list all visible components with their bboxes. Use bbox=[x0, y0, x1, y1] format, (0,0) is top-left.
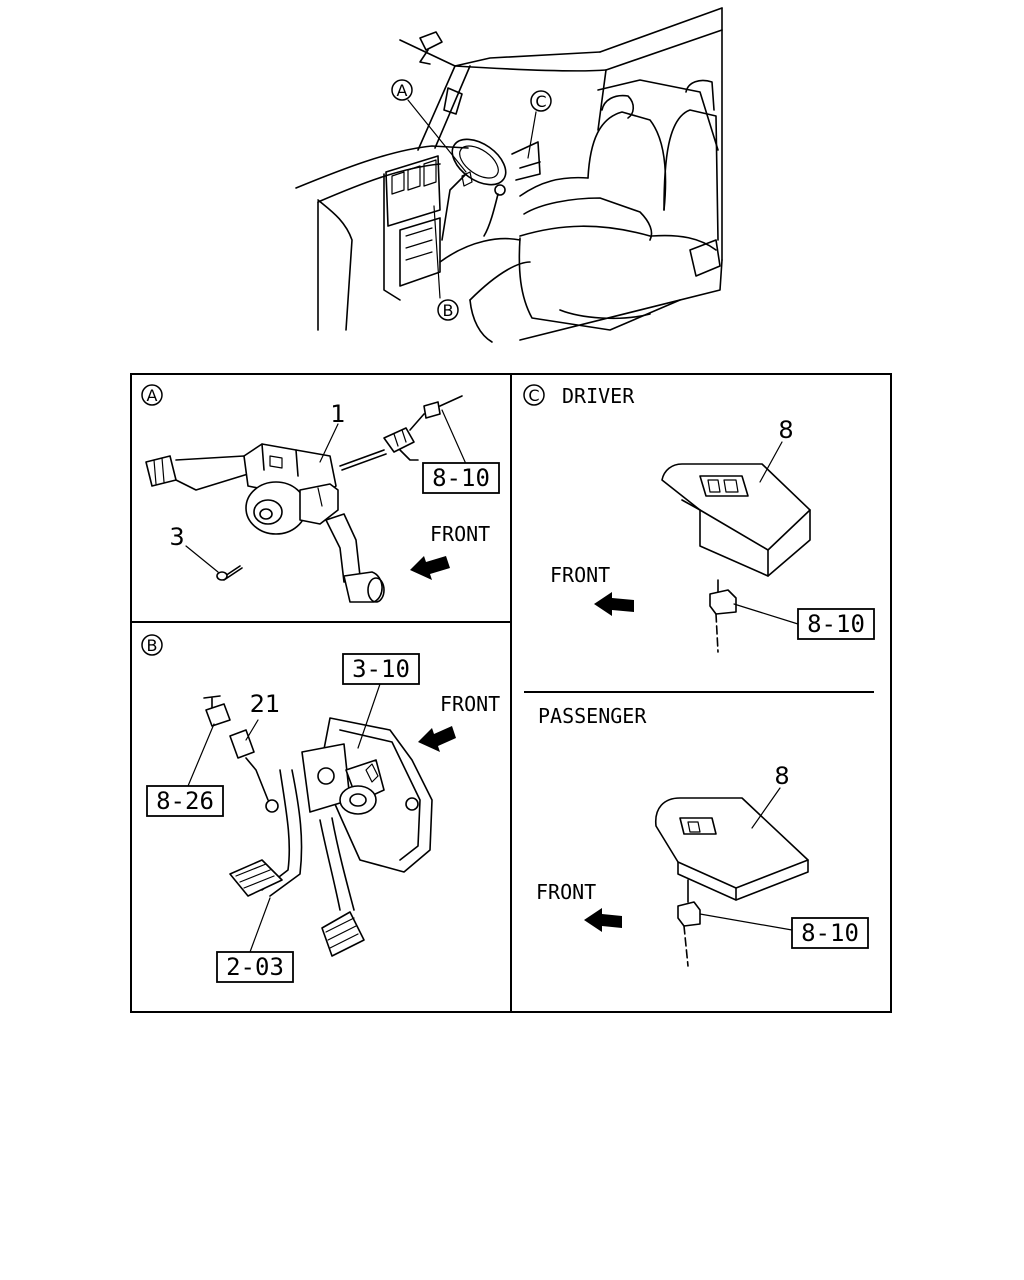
callout-b: B bbox=[437, 299, 459, 321]
panel-b-front-label: FRONT bbox=[440, 692, 500, 716]
panel-a-part-switch: 1 bbox=[330, 400, 345, 428]
panel-c-driver-ref-box-label: 8-10 bbox=[807, 610, 865, 638]
panel-a-ref-box: 8-10 bbox=[422, 462, 500, 494]
panel-a: A bbox=[141, 384, 500, 603]
panel-c-passenger-ref-box-frame bbox=[791, 917, 869, 949]
panel-a-front-arrow-icon bbox=[410, 556, 450, 580]
passenger-window-switch-drawing bbox=[655, 787, 809, 967]
panel-b-ref-box-left-label: 8-26 bbox=[156, 787, 214, 815]
callout-b-label: B bbox=[443, 301, 454, 320]
panel-c-driver-title: DRIVER bbox=[562, 384, 635, 408]
callout-b-circle bbox=[437, 299, 459, 321]
panel-b-part-switch: 21 bbox=[250, 690, 281, 718]
callout-c-circle bbox=[530, 90, 552, 112]
callout-c-label: C bbox=[535, 92, 546, 111]
panel-c-passenger-front-arrow-icon bbox=[584, 908, 622, 932]
panel-b-marker-circle bbox=[141, 634, 163, 656]
panel-c-driver-front-label: FRONT bbox=[550, 563, 610, 587]
panel-c-driver-ref-box: 8-10 bbox=[797, 608, 875, 640]
panel-c-passenger-ref-box: 8-10 bbox=[791, 917, 869, 949]
pedal-assembly-drawing bbox=[187, 683, 433, 957]
panel-a-part-screw: 3 bbox=[169, 523, 184, 551]
panel-b-marker: B bbox=[147, 636, 158, 655]
panel-b-ref-box-top-frame bbox=[342, 653, 420, 685]
panel-a-ref-box-label: 8-10 bbox=[432, 464, 490, 492]
panel-frames bbox=[130, 373, 892, 1013]
panel-b-ref-box-bottom-label: 2-03 bbox=[226, 953, 284, 981]
panel-b-front-arrow-icon bbox=[418, 726, 456, 752]
panel-b-ref-box-top-label: 3-10 bbox=[352, 655, 410, 683]
panel-a-marker-circle bbox=[141, 384, 163, 406]
panel-b-ref-box-bottom-frame bbox=[216, 951, 294, 983]
driver-window-switch-drawing bbox=[661, 441, 811, 653]
panel-b-ref-box-top: 3-10 bbox=[342, 653, 420, 685]
panel-b-ref-box-left: 8-26 bbox=[146, 785, 224, 817]
panel-a-ref-box-frame bbox=[422, 462, 500, 494]
panel-c-passenger-front-label: FRONT bbox=[536, 880, 596, 904]
panel-c-passenger-title: PASSENGER bbox=[538, 704, 647, 728]
panel-b-ref-box-bottom: 2-03 bbox=[216, 951, 294, 983]
panel-c-driver-front-arrow-icon bbox=[594, 592, 634, 616]
panel-c-passenger-ref-box-label: 8-10 bbox=[801, 919, 859, 947]
combination-switch-drawing bbox=[145, 395, 467, 603]
panel-c-driver-ref-box-frame bbox=[797, 608, 875, 640]
panel-c-marker-circle bbox=[523, 384, 545, 406]
panel-c: C DRIVER 8 FRONT 8-10 PASSENGER bbox=[523, 384, 875, 967]
panel-a-front-label: FRONT bbox=[430, 522, 490, 546]
callout-c: C bbox=[530, 90, 552, 112]
panel-c-driver-part: 8 bbox=[778, 416, 793, 444]
panel-c-marker: C bbox=[528, 386, 539, 405]
panel-c-passenger-part: 8 bbox=[774, 762, 789, 790]
callout-a-label: A bbox=[397, 81, 408, 100]
panel-a-marker: A bbox=[147, 386, 158, 405]
panel-b-ref-box-left-frame bbox=[146, 785, 224, 817]
cab-interior-overview bbox=[295, 7, 723, 343]
panel-b: B bbox=[141, 634, 500, 983]
callout-a-circle bbox=[391, 79, 413, 101]
callout-a: A bbox=[391, 79, 413, 101]
